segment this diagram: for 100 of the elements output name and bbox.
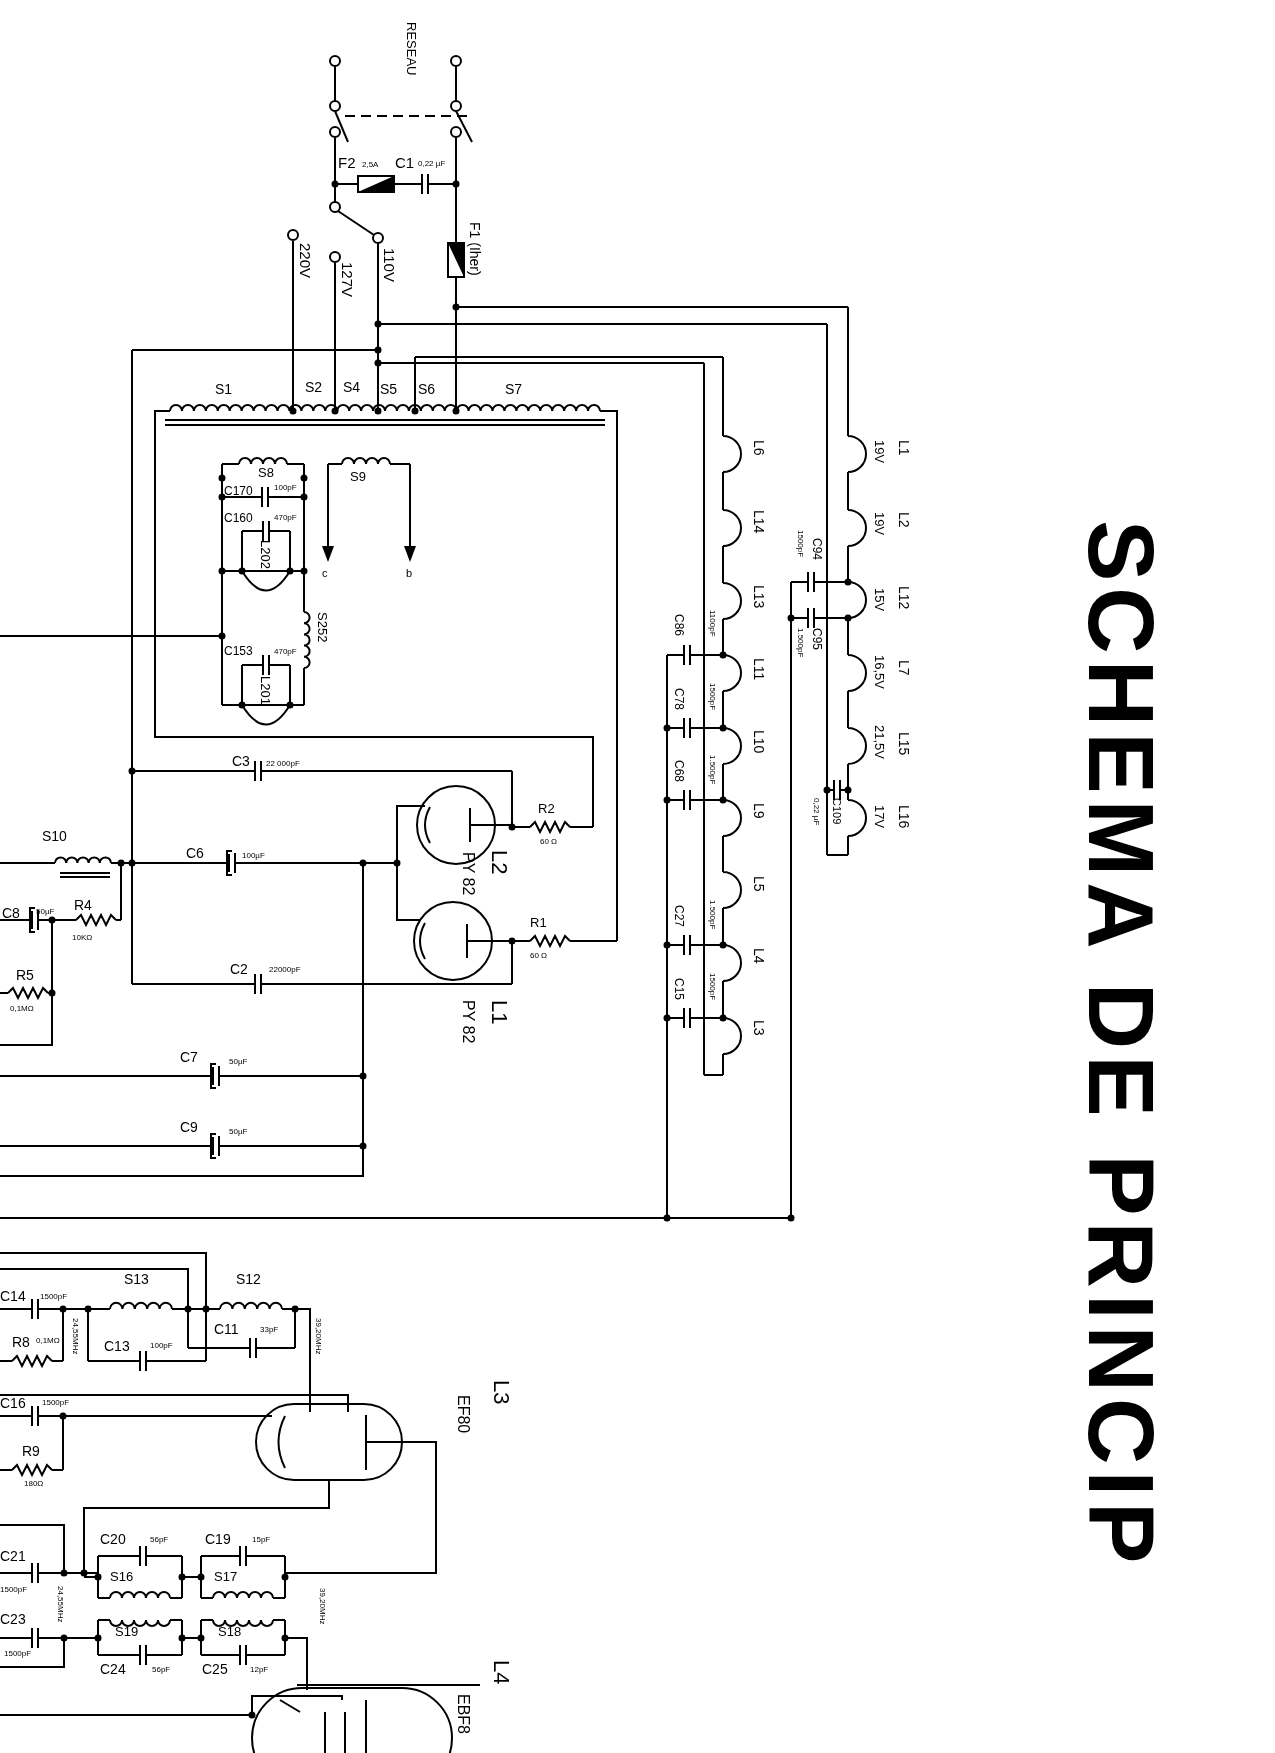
component-label: R8 [12, 1335, 30, 1349]
frequency-label: 24,55MHz [56, 1586, 64, 1623]
terminal-label: b [406, 568, 413, 579]
component-label: C19 [205, 1532, 231, 1546]
component-label: S9 [350, 470, 366, 483]
voltage-label: 19V [873, 512, 886, 536]
component-label: L5 [752, 876, 766, 892]
component-label: L1 [488, 1000, 510, 1025]
value-label: 33pF [260, 1326, 279, 1334]
component-label: C68 [673, 760, 685, 782]
value-label: 1500pF [708, 973, 716, 1001]
component-label: L14 [752, 510, 766, 534]
value-label: 15pF [252, 1536, 271, 1544]
value-label: 10KΩ [72, 934, 93, 942]
component-label: C11 [214, 1322, 239, 1336]
component-label: L9 [752, 803, 766, 819]
value-label: 60 Ω [530, 952, 548, 960]
component-label: C86 [673, 614, 685, 636]
component-label: L201 [259, 676, 272, 705]
value-label: 1500pF [708, 683, 716, 711]
component-label: S16 [110, 1570, 134, 1583]
component-label: L3 [490, 1380, 512, 1405]
value-label: 1500pF [40, 1293, 68, 1301]
value-label: 100pF [150, 1342, 173, 1350]
tube-type-label: PY 82 [460, 1000, 476, 1044]
component-label: C21 [0, 1549, 26, 1563]
component-label: L4 [490, 1660, 512, 1685]
frequency-label: 39,20MHz [314, 1318, 322, 1355]
terminal-label: c [322, 568, 328, 579]
component-label: C1 [395, 155, 415, 170]
component-label: L202 [259, 540, 272, 569]
component-label: S18 [218, 1625, 242, 1638]
component-label: L1 [897, 440, 911, 456]
component-label: F2 [338, 155, 356, 170]
component-label: S17 [214, 1570, 238, 1583]
tube-type-label: EF80 [455, 1395, 471, 1434]
value-label: 56pF [152, 1666, 171, 1674]
component-label: C95 [811, 628, 823, 650]
tube-type-label: EBF8 [455, 1694, 471, 1734]
value-label: 22000pF [269, 966, 301, 974]
component-label: S5 [380, 382, 398, 396]
terminal-label: RESEAU [405, 22, 418, 76]
component-label: C78 [673, 688, 685, 710]
value-label: 1500pF [796, 530, 804, 558]
frequency-label: 24,55MHz [71, 1318, 79, 1355]
component-label: C9 [180, 1120, 198, 1134]
component-label: C3 [232, 754, 250, 768]
value-label: 0,1MΩ [36, 1337, 60, 1345]
component-label: C153 [224, 645, 253, 657]
component-label: C15 [673, 978, 685, 1000]
component-label: S4 [343, 380, 361, 394]
value-label: 100µF [242, 852, 265, 860]
component-label: S10 [42, 829, 67, 843]
component-label: L6 [752, 440, 766, 456]
value-label: 470pF [274, 648, 297, 656]
value-label: 1500pF [42, 1399, 70, 1407]
value-label: 50µF [229, 1058, 248, 1066]
component-label: C23 [0, 1612, 26, 1626]
component-label: C24 [100, 1662, 126, 1676]
component-label: S7 [505, 382, 523, 396]
component-label: C6 [186, 846, 204, 860]
component-label: C8 [2, 906, 20, 920]
value-label: 0,1MΩ [10, 1005, 34, 1013]
voltage-label: 110V [382, 248, 397, 282]
component-label: S8 [258, 466, 274, 479]
value-label: 180Ω [24, 1480, 44, 1488]
value-label: 470pF [274, 514, 297, 522]
component-label: S6 [418, 382, 436, 396]
component-label: C27 [673, 905, 685, 927]
value-label: 1.500pF [796, 628, 804, 658]
component-label: S12 [236, 1272, 261, 1286]
component-label: L13 [752, 585, 766, 609]
component-label: S252 [316, 612, 329, 643]
component-label: C160 [224, 512, 253, 524]
voltage-label: 16,5V [873, 655, 886, 689]
component-label: C170 [224, 485, 253, 497]
value-label: 1500pF [0, 1586, 28, 1594]
component-label: C2 [230, 962, 248, 976]
value-label: 56pF [150, 1536, 169, 1544]
value-label: 50µF [229, 1128, 248, 1136]
voltage-label: 21,5V [873, 725, 886, 759]
component-label: C13 [104, 1339, 130, 1353]
component-label: L10 [752, 730, 766, 754]
voltage-label: 220V [298, 243, 313, 279]
value-label: 0,22 µF [812, 798, 820, 826]
value-label: 1500pF [4, 1650, 32, 1658]
component-label: C14 [0, 1289, 26, 1303]
frequency-label: 39,20MHz [318, 1588, 326, 1625]
component-label: R2 [538, 802, 555, 815]
value-label: 1100pF [708, 610, 716, 637]
value-label: 12pF [250, 1666, 269, 1674]
value-label: 22 000pF [266, 760, 300, 768]
component-label: C109 [831, 798, 842, 825]
voltage-label: 19V [873, 440, 886, 464]
component-label: S19 [115, 1625, 139, 1638]
voltage-label: 127V [340, 262, 355, 298]
value-label: 2,5A [362, 161, 379, 169]
component-label: R9 [22, 1444, 40, 1458]
voltage-label: 17V [873, 805, 886, 829]
component-label: L15 [897, 732, 911, 756]
